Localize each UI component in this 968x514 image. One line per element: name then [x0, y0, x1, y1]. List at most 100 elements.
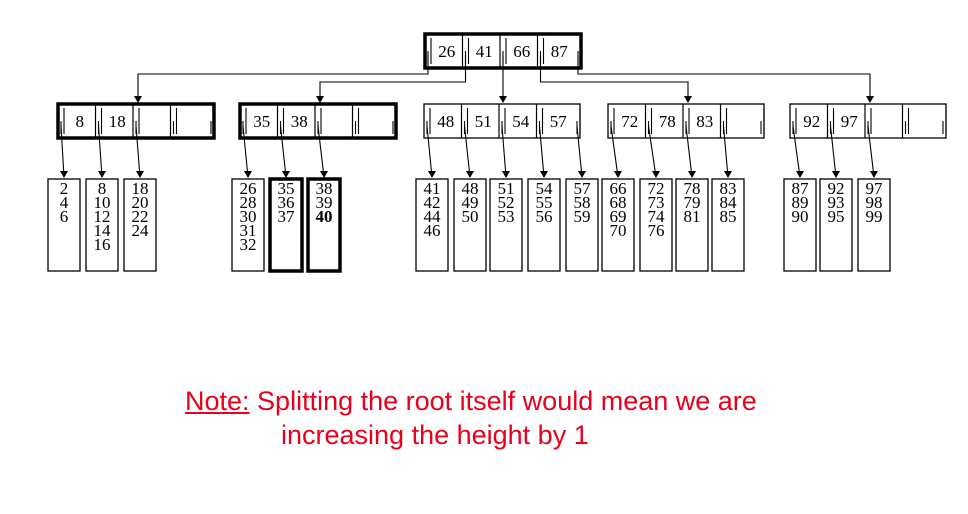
edge-internal-to-leaf: [576, 125, 583, 178]
leaf-value: 66: [610, 179, 627, 198]
leaf-value: 50: [462, 207, 479, 226]
leaf-value: 83: [720, 179, 737, 198]
leaf-frame: [565, 178, 599, 272]
edge-arrowhead: [614, 171, 622, 178]
leaf-frame: [527, 178, 561, 272]
node-key: 57: [550, 112, 568, 131]
edge-arrowhead: [502, 171, 510, 178]
edge-arrowhead: [466, 171, 474, 178]
leaf-frame: [231, 178, 265, 272]
leaf-value: 4: [60, 193, 69, 212]
leaf-frame: [123, 178, 157, 272]
leaf-value: 90: [792, 207, 809, 226]
leaf-value: 74: [648, 207, 666, 226]
leaf-value: 14: [94, 221, 112, 240]
edge-internal-to-leaf: [829, 125, 837, 178]
leaf-value: 85: [720, 207, 737, 226]
edge-arrowhead: [428, 171, 436, 178]
leaf-value: 55: [536, 193, 553, 212]
node-key: 38: [291, 112, 308, 131]
node-key: 8: [76, 112, 85, 131]
edge-internal-to-leaf: [722, 125, 729, 178]
leaf-value: 59: [574, 207, 591, 226]
edge-arrowhead: [320, 171, 328, 178]
leaf-value: 84: [720, 193, 738, 212]
leaf-value: 38: [316, 179, 333, 198]
leaf-value: 20: [132, 193, 149, 212]
edge-arrowhead: [136, 171, 144, 178]
leaf-frame: [711, 178, 745, 272]
leaf-value: 12: [94, 207, 111, 226]
leaf-value: 22: [132, 207, 149, 226]
leaf-value: 6: [60, 207, 69, 226]
node-key: 72: [621, 112, 638, 131]
leaf-frame: [675, 178, 709, 272]
leaf-value: 18: [132, 179, 149, 198]
edge-arrowhead: [540, 171, 548, 178]
edge-internal-to-leaf: [426, 125, 433, 178]
leaf-value: 48: [462, 179, 479, 198]
edge-arrowhead: [724, 171, 732, 178]
leaf-value: 30: [240, 207, 257, 226]
edge-internal-to-leaf: [60, 125, 65, 178]
leaf-value: 2: [60, 179, 69, 198]
leaf-node: 246: [47, 178, 81, 272]
node-key: 51: [475, 112, 492, 131]
edge-internal-to-leaf: [279, 125, 287, 178]
edge-arrowhead: [282, 171, 290, 178]
leaf-value: 58: [574, 193, 591, 212]
leaf-value: 68: [610, 193, 627, 212]
node-key: 54: [512, 112, 530, 131]
note-line-2: increasing the height by 1: [281, 420, 589, 450]
leaf-value: 49: [462, 193, 479, 212]
edge-internal-to-leaf: [685, 125, 693, 178]
leaf-value: 51: [498, 179, 515, 198]
node-key: 83: [696, 112, 713, 131]
node-key: 78: [659, 112, 676, 131]
leaf-frame: [415, 178, 449, 272]
note-label: Note:: [185, 386, 250, 416]
leaf-value: 78: [684, 179, 701, 198]
leaf-frame: [783, 178, 817, 272]
leaf-value: 39: [316, 193, 333, 212]
leaf-frame: [268, 177, 304, 273]
edge-arrowhead: [832, 171, 840, 178]
edge-arrowhead: [98, 171, 106, 178]
note-text: Note: Splitting the root itself would me…: [185, 384, 905, 452]
leaf-value: 93: [828, 193, 845, 212]
edge-internal-to-leaf: [501, 125, 507, 178]
leaf-value: 36: [278, 193, 295, 212]
edge-internal-to-leaf: [135, 125, 141, 178]
edge-arrowhead: [316, 96, 324, 103]
leaf-value: 44: [424, 207, 442, 226]
leaf-value: 76: [648, 221, 665, 240]
leaf-value: 31: [240, 221, 257, 240]
node-key: 48: [437, 112, 454, 131]
edge-arrowhead: [684, 96, 692, 103]
leaf-value: 35: [278, 179, 295, 198]
leaf-value: 26: [240, 179, 257, 198]
leaf-frame: [601, 178, 635, 272]
edge-arrowhead: [244, 171, 252, 178]
leaf-frame: [306, 177, 342, 273]
leaf-value: 10: [94, 193, 111, 212]
edge-arrowhead: [688, 171, 696, 178]
leaf-value: 92: [828, 179, 845, 198]
leaf-value: 70: [610, 221, 627, 240]
internal-node: 72 78 83: [607, 103, 765, 139]
leaf-value: 73: [648, 193, 665, 212]
leaf-value: 41: [424, 179, 441, 198]
